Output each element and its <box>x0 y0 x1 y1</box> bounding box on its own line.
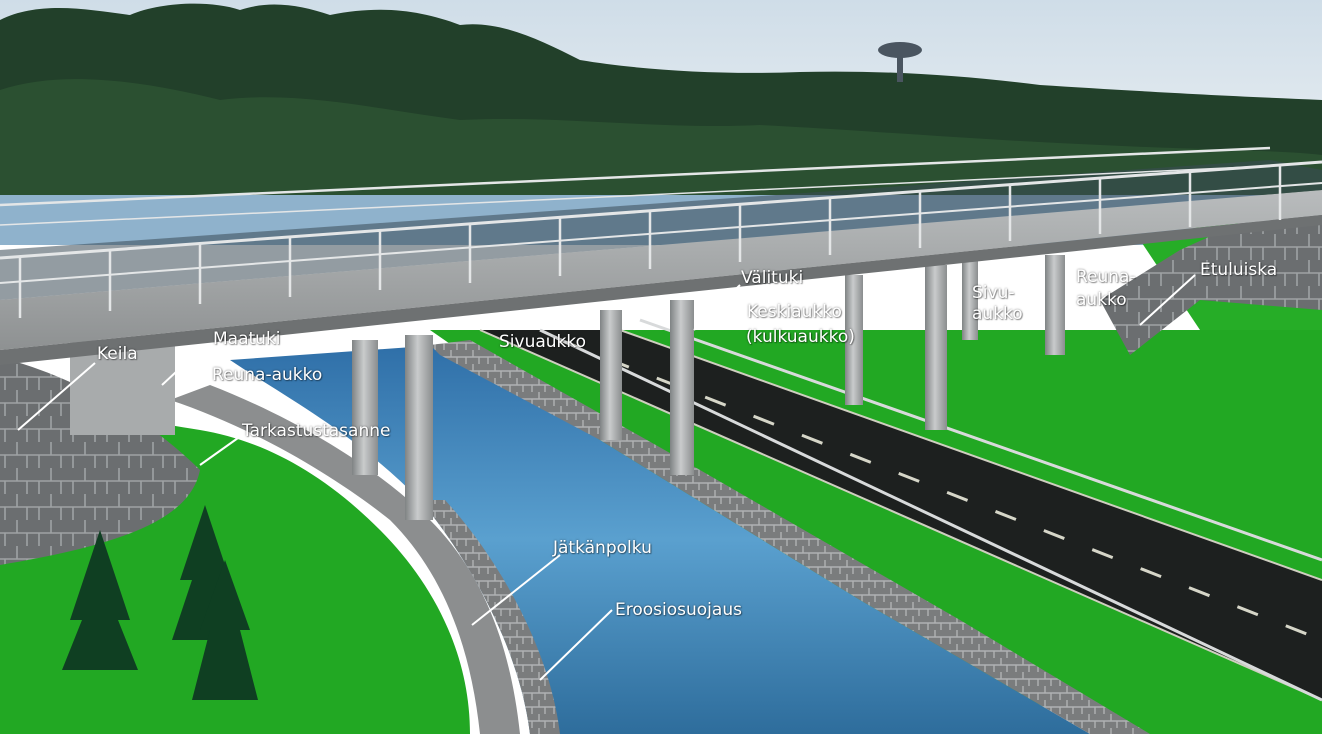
label-tarkastustasanne: Tarkastustasanne <box>242 421 391 441</box>
label-keskiaukko-line1: Keskiaukko <box>747 302 842 322</box>
label-jatkanpolku: Jätkänpolku <box>553 538 652 558</box>
label-eroosiosuojaus: Eroosiosuojaus <box>615 600 742 620</box>
abutment <box>70 340 175 435</box>
label-etuluiska: Etuluiska <box>1200 260 1278 280</box>
label-sivu-aukko-right-line1: Sivu- <box>972 283 1015 303</box>
label-reuna-aukko-right-line2: aukko <box>1076 290 1127 310</box>
bridge-railings <box>0 146 1322 318</box>
bridge-deck <box>0 160 1322 365</box>
footpath <box>170 385 520 734</box>
pillars <box>352 255 1065 520</box>
water-channel <box>230 345 1090 734</box>
front-slope-stone <box>1100 200 1322 355</box>
forest <box>0 3 1322 211</box>
label-sivuaukko: Sivuaukko <box>499 332 587 352</box>
abutment-cone-stone <box>0 360 200 565</box>
label-reuna-aukko-left: Reuna-aukko <box>212 365 323 385</box>
label-valituki: Välituki <box>741 268 804 288</box>
pointer-lines <box>17 274 1196 681</box>
label-sivu-aukko-right-line2: aukko <box>972 304 1023 324</box>
label-maatuki: Maatuki <box>213 329 281 349</box>
label-keskiaukko-line2: (kulkuaukko) <box>746 327 855 347</box>
trees <box>62 505 258 700</box>
label-reuna-aukko-right-line1: Reuna- <box>1076 267 1136 287</box>
label-keila: Keila <box>97 344 138 364</box>
